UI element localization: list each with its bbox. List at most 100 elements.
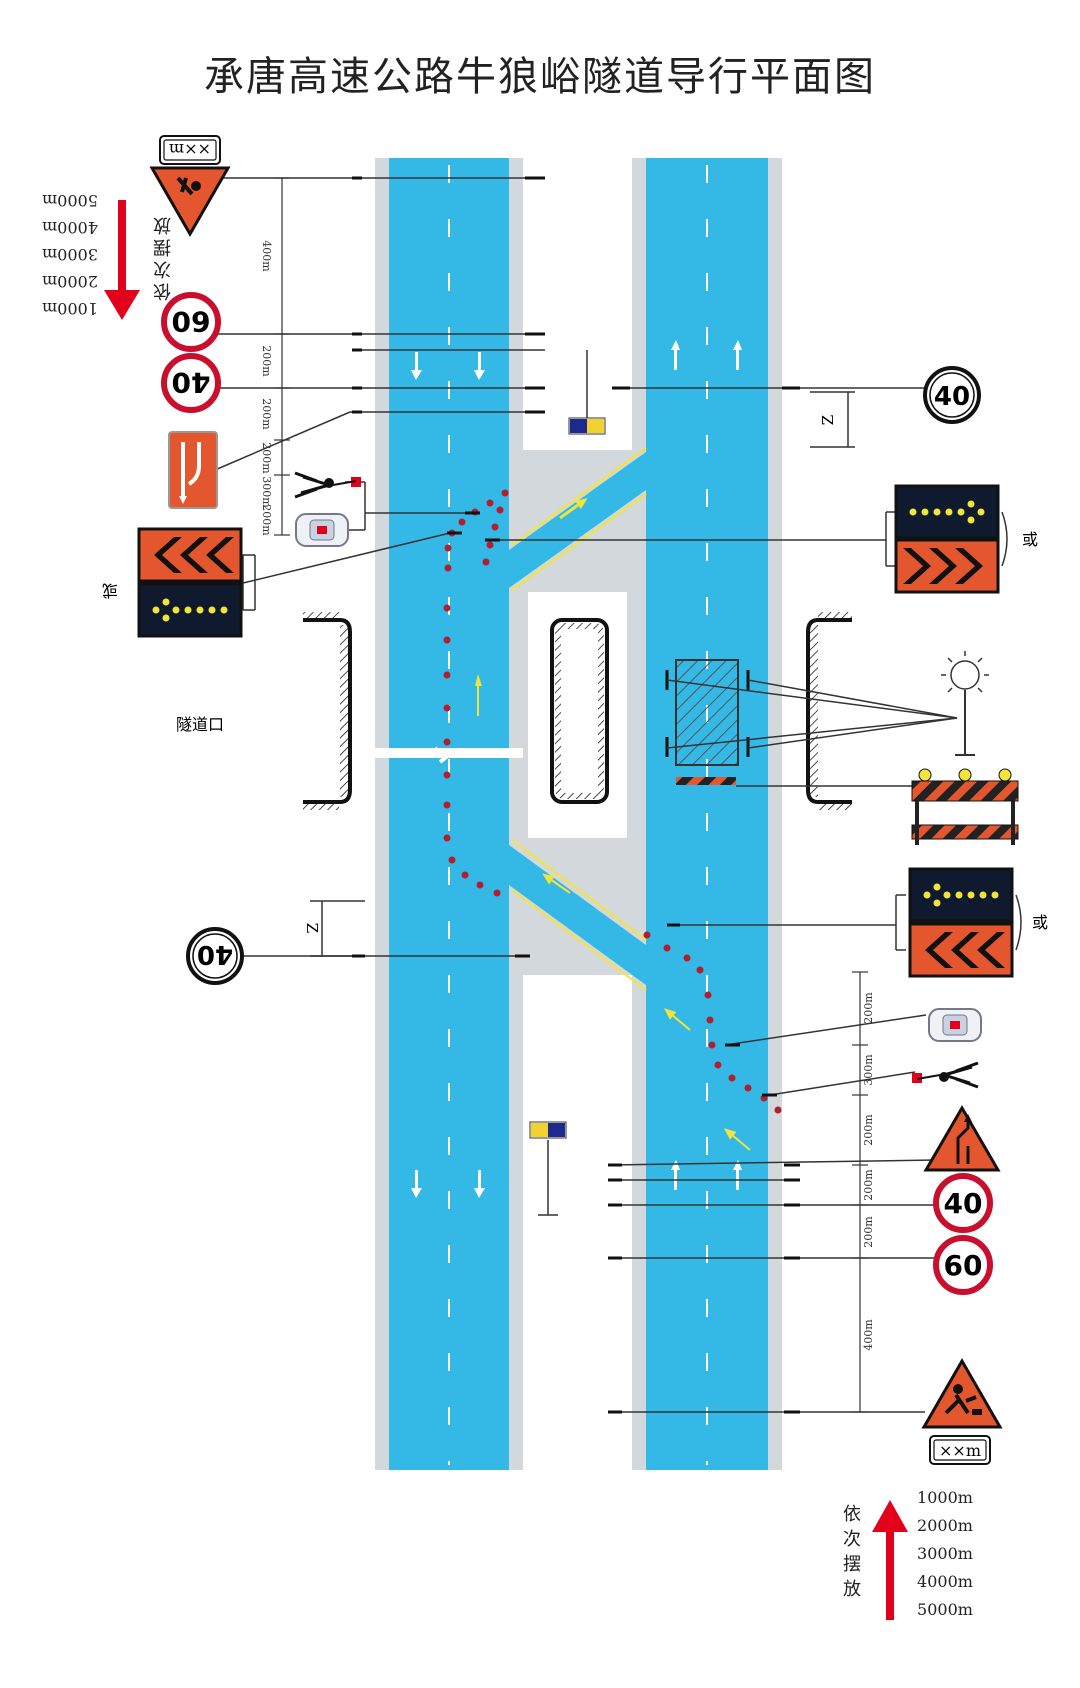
svg-text:3000m: 3000m [917,1544,973,1563]
spacing-label: 400m [862,1319,875,1351]
arrow-down-icon [474,352,485,380]
distance-list-bottom: 1000m 2000m 3000m 4000m 5000m [917,1488,973,1619]
patrol-car-icon [928,1008,982,1042]
lane-merge-sign-icon [168,431,218,509]
z-label: Z [819,415,837,425]
chevron-board-right-top [894,538,1000,594]
speed-limit-60-sign-top: 60 [161,292,221,352]
road-work-sign-icon [149,166,231,238]
tunnel-portal-right [806,612,852,810]
sequence-legend-top [104,200,140,320]
speed-limit-40-sign-left-bottom: 40 [186,927,244,985]
traffic-cone [443,704,451,712]
traffic-cone [482,558,490,566]
distance-plate-top: ××m [159,135,221,165]
traffic-cone [774,1106,782,1114]
svg-text:放: 放 [153,214,171,235]
traffic-cone [443,671,451,679]
arrow-up-icon [475,674,482,716]
traffic-cone [744,1084,752,1092]
svg-text:2000m: 2000m [917,1516,973,1535]
distance-plate-bottom: ××m [929,1435,991,1465]
traffic-cone [706,1016,714,1024]
or-label-right-top: 或 [1022,530,1038,549]
spacing-label: 200m [862,992,875,1024]
road-edge-marks [352,176,800,1414]
or-label-right-bottom: 或 [1032,913,1048,932]
arrow-board-left [137,582,243,638]
page-title: 承唐高速公路牛狼峪隧道导行平面图 [204,54,876,100]
tunnel-portal-center [550,618,609,804]
road-layout [375,158,782,1470]
svg-text:依: 依 [843,1504,861,1525]
arrow-diagonal-icon [575,497,588,510]
speed-limit-60-label: 60 [172,305,211,338]
spacing-label: 200m [260,442,273,474]
traffic-cone [708,1041,716,1049]
distance-plate-label: ××m [169,140,211,159]
flagman-icon [912,1061,979,1089]
crossover-lane-upper [509,452,646,588]
traffic-cone [458,518,466,526]
svg-text:4000m: 4000m [917,1572,973,1591]
sequence-text-bottom: 依 次 摆 放 [843,1504,861,1600]
svg-text:1000m: 1000m [917,1488,973,1507]
svg-text:5000m: 5000m [42,191,98,210]
traffic-cones-right [643,931,782,1114]
or-label-left: 或 [102,581,118,600]
speed-limit-40-label: 40 [197,939,233,969]
traffic-cone [486,541,494,549]
distance-plate-label: ××m [939,1441,981,1460]
traffic-cone [443,801,451,809]
road-work-sign-icon [921,1357,1003,1429]
traffic-cone [683,954,691,962]
spacing-label: 400m [260,240,273,272]
speed-limit-40-label: 40 [934,382,970,412]
spacing-label: 300m [260,476,273,508]
arrow-board-right-top [894,484,1000,540]
arrow-down-icon [411,1170,422,1198]
signal-box-upper [568,417,606,435]
traffic-cone [476,881,484,889]
z-label: Z [303,923,321,933]
spacing-label: 300m [862,1054,875,1086]
chevron-board-left [137,527,243,583]
tunnel-entrance-label: 隧道口 [176,715,224,734]
arrow-diagonal-icon [663,1008,691,1031]
traffic-cone [501,489,509,497]
svg-text:次: 次 [153,258,171,279]
svg-text:1000m: 1000m [42,299,98,318]
traffic-cone [444,544,452,552]
spacing-label: 200m [260,345,273,377]
lane-shift-warning-sign-icon [923,1105,1001,1172]
patrol-car-icon [295,513,349,547]
traffic-cone [491,523,499,531]
arrow-diagonal-icon [542,873,571,894]
arrow-diagonal-icon [723,1128,751,1151]
traffic-cone [444,564,452,572]
svg-text:4000m: 4000m [42,218,98,237]
arrow-down-icon [474,1170,485,1198]
svg-text:5000m: 5000m [917,1600,973,1619]
dimension-lines [274,177,868,1413]
speed-limit-40-sign-right-top: 40 [923,366,981,424]
traffic-cone [714,1061,722,1069]
traffic-cone [704,991,712,999]
traffic-cone [448,856,456,864]
speed-limit-40-sign-top: 40 [161,353,221,413]
traffic-cone [486,499,494,507]
svg-text:摆: 摆 [153,236,171,257]
signal-box-lower [529,1121,567,1139]
arrow-up-icon [671,340,680,370]
speed-limit-40-sign-bottom: 40 [933,1173,993,1233]
tunnel-portal-left [303,612,352,810]
spacing-label: 200m [862,1114,875,1146]
traffic-cone [443,738,451,746]
traffic-cone [663,944,671,952]
traffic-cone [728,1074,736,1082]
speed-limit-40-label: 40 [944,1187,983,1220]
svg-text:摆: 摆 [843,1554,861,1575]
sequence-legend-bottom [872,1500,908,1620]
arrow-up-icon [733,340,742,370]
leader-lines [200,177,936,1413]
